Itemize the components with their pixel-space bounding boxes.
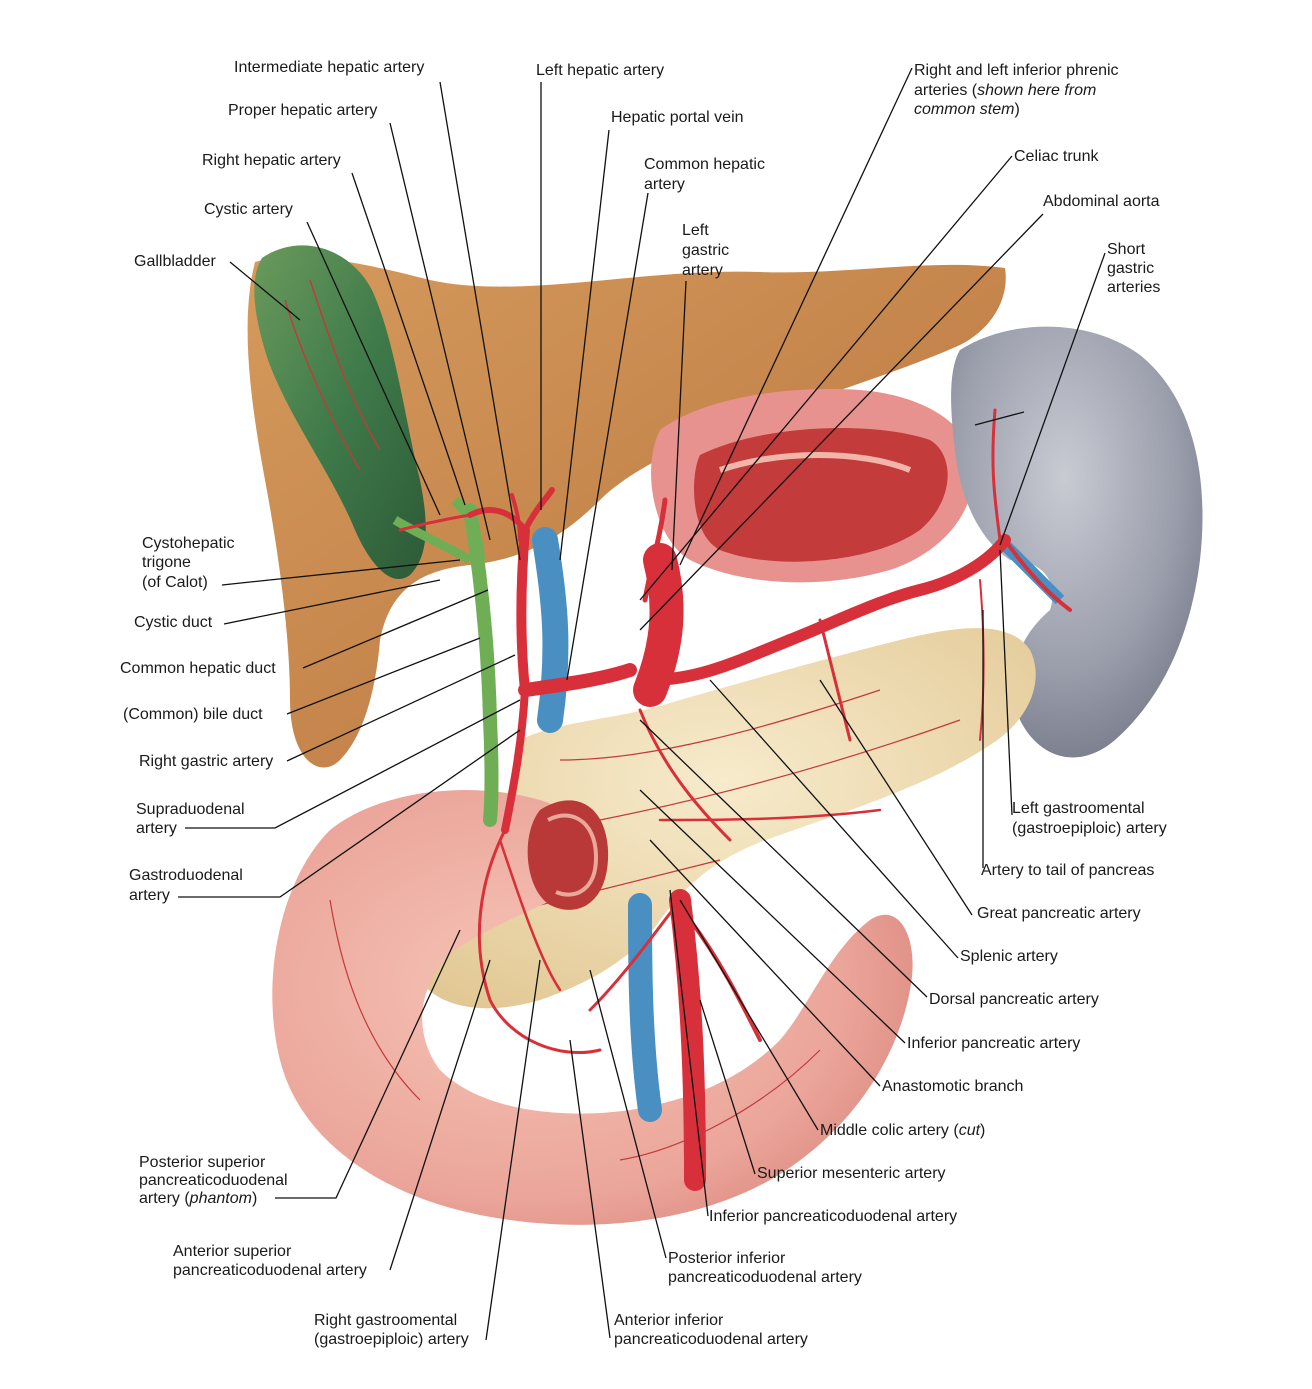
pspda-text-b: phantom [189, 1190, 252, 1207]
label-supraduodenal-2: artery [136, 820, 177, 837]
label-supraduodenal-1: Supraduodenal [136, 801, 245, 818]
label-calot-2: trigone [142, 554, 191, 571]
label-cystic-duct: Cystic duct [134, 614, 213, 631]
label-calot-1: Cystohepatic [142, 535, 235, 552]
label-aipda-2: pancreaticoduodenal artery [614, 1331, 808, 1348]
label-right-gastric-artery: Right gastric artery [139, 753, 274, 770]
label-bile-duct: (Common) bile duct [123, 706, 263, 723]
label-hepatic-portal-vein: Hepatic portal vein [611, 109, 744, 126]
label-gastroduodenal-2: artery [129, 887, 170, 904]
label-anastomotic-branch: Anastomotic branch [882, 1078, 1024, 1095]
phrenic-text-b: shown here from [977, 82, 1097, 99]
label-artery-tail-pancreas: Artery to tail of pancreas [981, 862, 1155, 879]
label-intermediate-hepatic-artery: Intermediate hepatic artery [234, 59, 425, 76]
spleen-organ [951, 326, 1203, 758]
label-superior-mesenteric-artery: Superior mesenteric artery [757, 1165, 946, 1182]
label-right-hepatic-artery: Right hepatic artery [202, 152, 341, 169]
label-gastroduodenal-1: Gastroduodenal [129, 867, 243, 884]
label-gallbladder: Gallbladder [134, 253, 216, 270]
phrenic-text-c: common stem [914, 101, 1015, 118]
label-dorsal-pancreatic-artery: Dorsal pancreatic artery [929, 991, 1099, 1008]
label-common-hepatic-artery-2: artery [644, 176, 685, 193]
label-left-gastroomental-1: Left gastroomental [1012, 800, 1145, 817]
phrenic-text-d: ) [1014, 101, 1020, 118]
label-pspda-3: artery (phantom) [139, 1189, 257, 1209]
label-left-gastroomental-2: (gastroepiploic) artery [1012, 820, 1167, 837]
label-left-gastric-1: Left [682, 222, 709, 239]
label-inferior-phrenic-3: common stem) [914, 100, 1020, 120]
middle-colic-text-a: Middle colic artery ( [820, 1122, 959, 1139]
middle-colic-text-b: cut [958, 1122, 981, 1139]
label-common-hepatic-duct: Common hepatic duct [120, 660, 276, 677]
label-left-hepatic-artery: Left hepatic artery [536, 62, 665, 79]
label-inferior-phrenic-1: Right and left inferior phrenic [914, 62, 1119, 79]
label-aspda-2: pancreaticoduodenal artery [173, 1262, 367, 1279]
label-inferior-phrenic-2: arteries (shown here from [914, 81, 1096, 101]
label-pipda-2: pancreaticoduodenal artery [668, 1269, 862, 1286]
stomach-region [651, 389, 974, 583]
phrenic-text-a: arteries ( [914, 82, 978, 99]
bile-ducts [451, 496, 499, 827]
pspda-text-a: artery ( [139, 1190, 190, 1207]
label-pipda-1: Posterior inferior [668, 1250, 786, 1267]
liver-region [247, 257, 1006, 768]
pspda-text-c: ) [251, 1190, 258, 1207]
label-proper-hepatic-artery: Proper hepatic artery [228, 102, 378, 119]
label-splenic-artery: Splenic artery [960, 948, 1058, 965]
label-short-gastric-2: gastric [1107, 260, 1155, 277]
label-cystic-artery: Cystic artery [204, 201, 293, 218]
gallbladder-organ [254, 245, 473, 579]
label-great-pancreatic-artery: Great pancreatic artery [977, 905, 1141, 922]
label-pspda-2: pancreaticoduodenal [139, 1172, 288, 1189]
label-pspda-1: Posterior superior [139, 1154, 266, 1171]
leader-lines [178, 67, 1106, 1341]
duodenum-organ [272, 790, 913, 1225]
label-rgo-2: (gastroepiploic) artery [314, 1331, 469, 1348]
label-rgo-1: Right gastroomental [314, 1312, 458, 1329]
middle-colic-text-c: ) [980, 1122, 986, 1139]
label-inferior-pancreatic-artery: Inferior pancreatic artery [907, 1035, 1081, 1052]
label-short-gastric-3: arteries [1107, 279, 1161, 296]
label-middle-colic-artery: Middle colic artery (cut) [820, 1121, 985, 1141]
label-inferior-pancreaticoduodenal-artery: Inferior pancreaticoduodenal artery [709, 1208, 958, 1225]
label-abdominal-aorta: Abdominal aorta [1043, 193, 1160, 210]
label-aspda-1: Anterior superior [173, 1243, 292, 1260]
label-common-hepatic-artery-1: Common hepatic [644, 156, 765, 173]
label-celiac-trunk: Celiac trunk [1014, 148, 1099, 165]
label-left-gastric-2: gastric [682, 242, 730, 259]
label-calot-3: (of Calot) [142, 574, 208, 591]
label-left-gastric-3: artery [682, 262, 723, 279]
label-aipda-1: Anterior inferior [614, 1312, 724, 1329]
label-short-gastric-1: Short [1107, 241, 1146, 258]
